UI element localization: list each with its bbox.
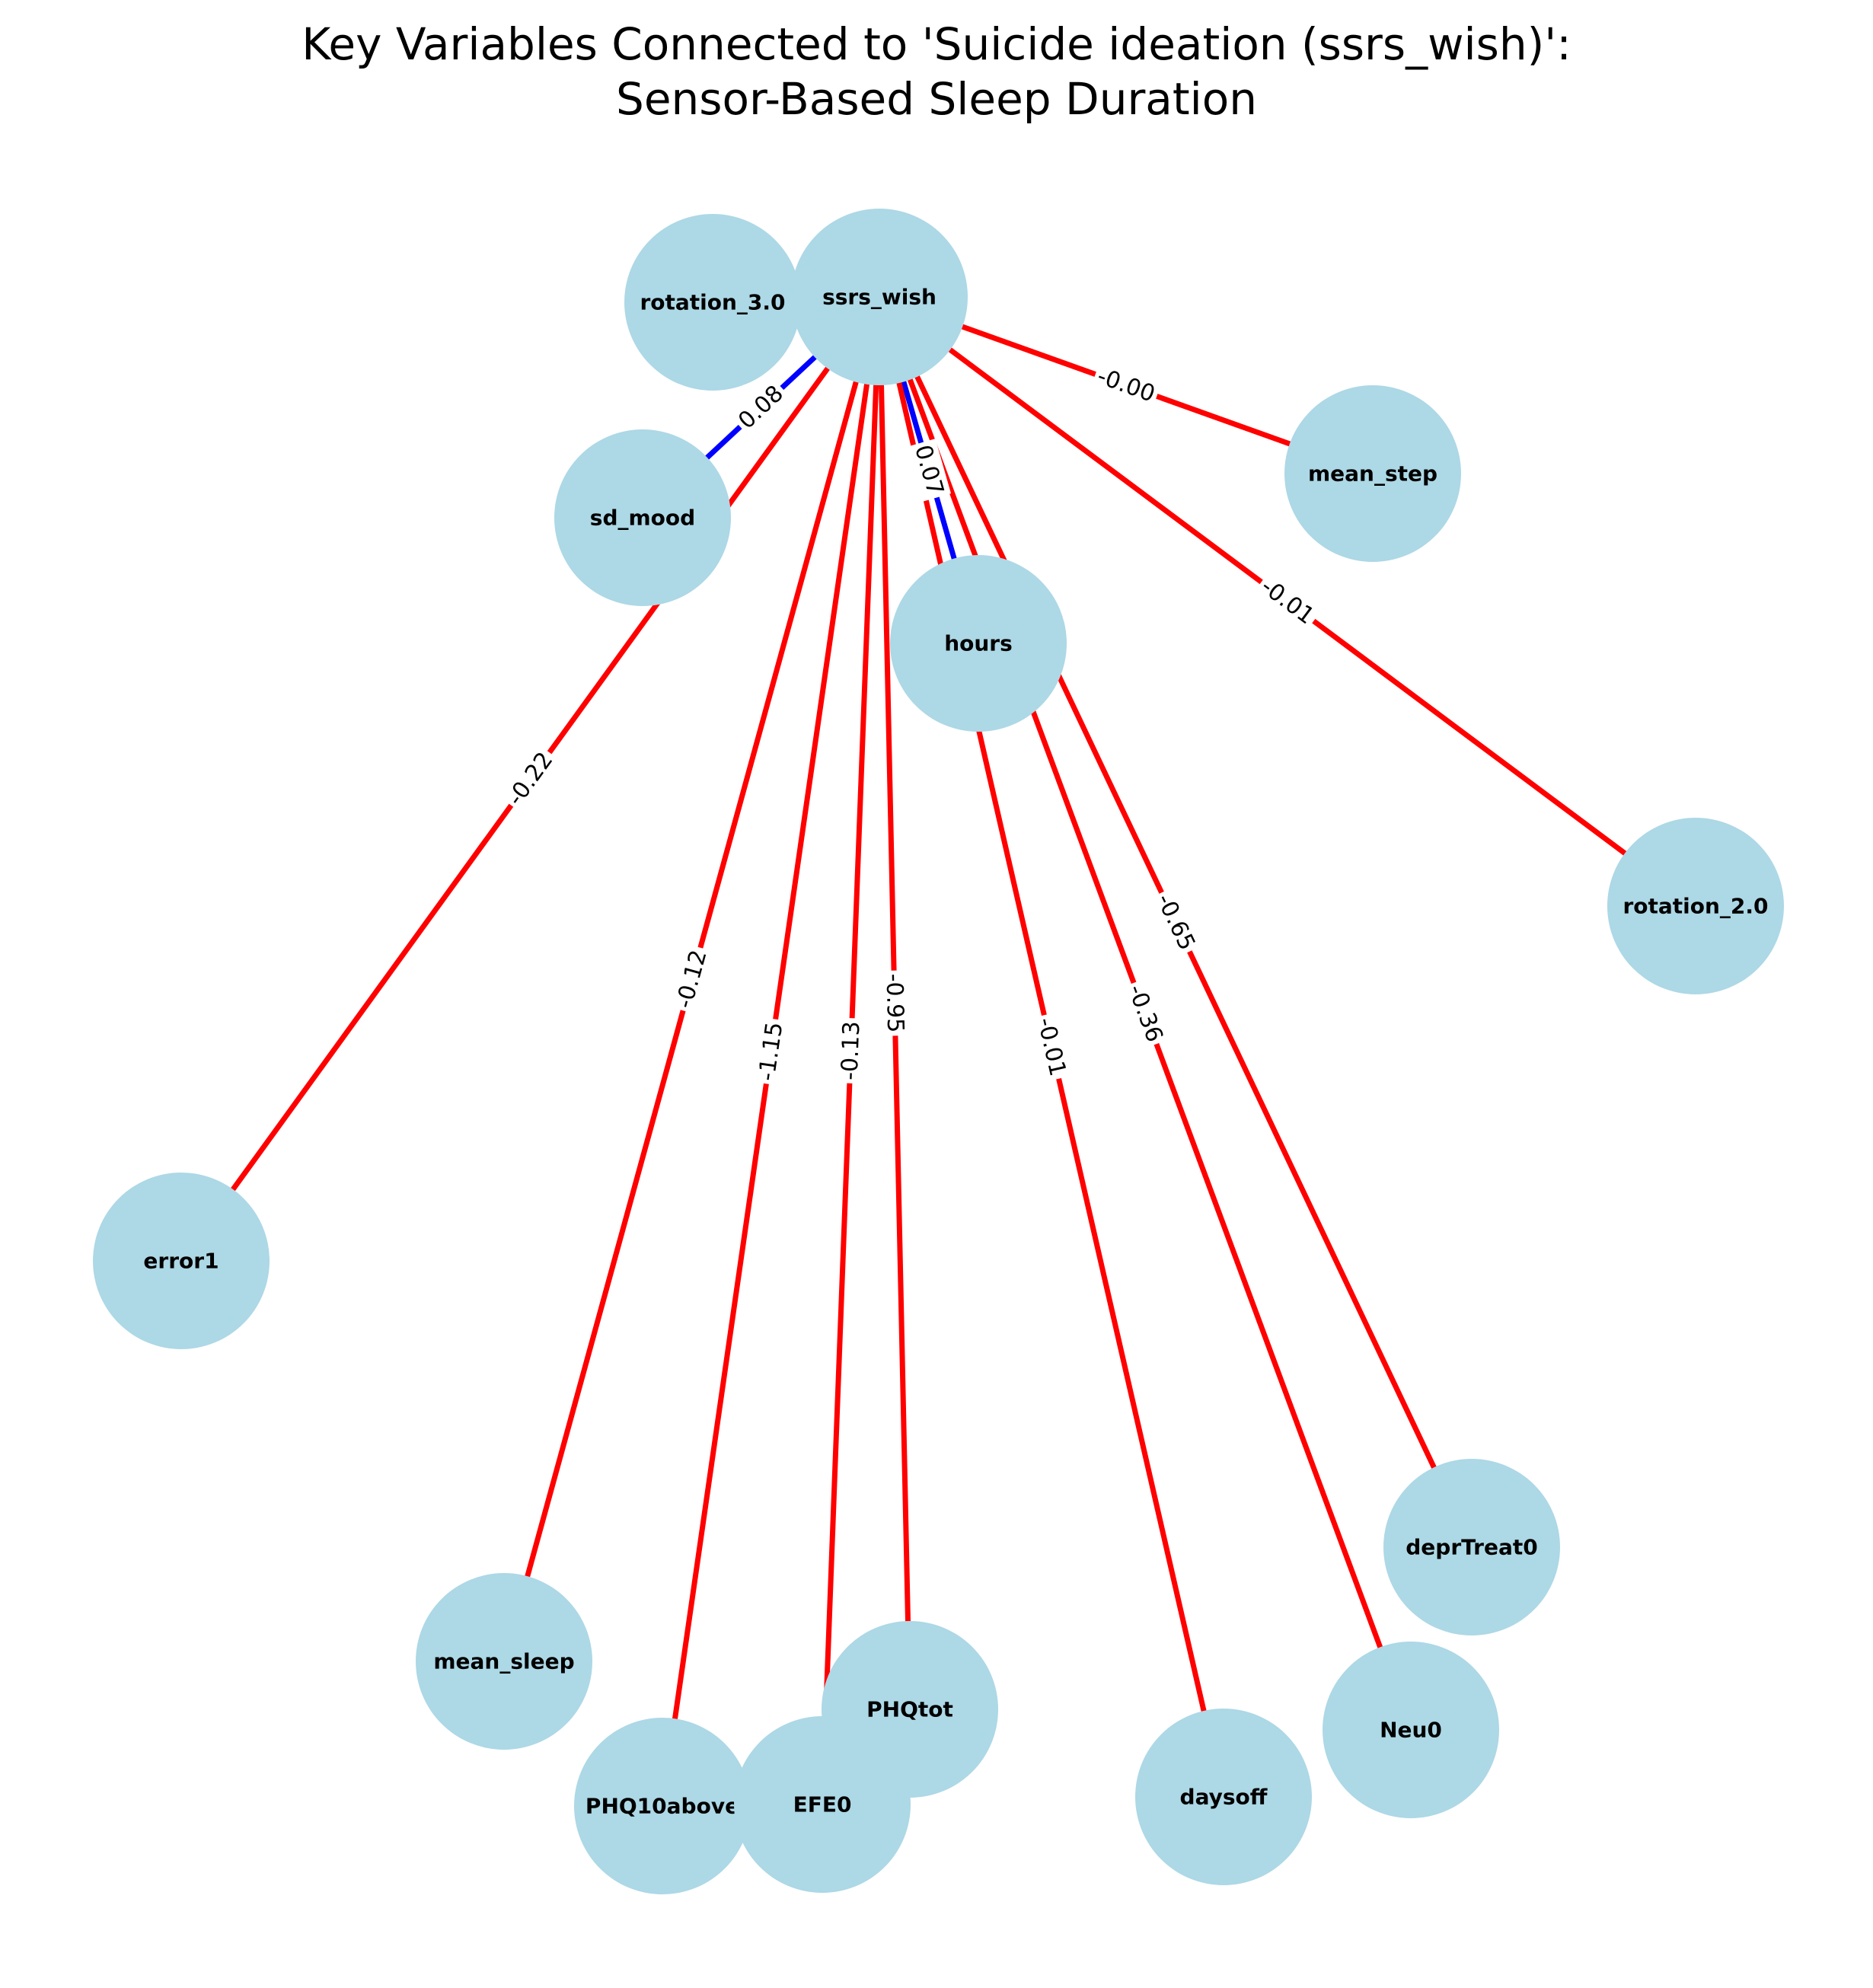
edge-weight-text: -0.22: [503, 747, 559, 810]
node-circle: [93, 1173, 270, 1349]
edge-label-background: [1148, 886, 1203, 959]
node-circle: [1323, 1642, 1499, 1818]
node-Neu0[interactable]: Neu0: [1323, 1642, 1499, 1818]
edge-label-daysoff: -0.01: [1029, 1011, 1074, 1083]
edge-label-background: [834, 1017, 867, 1084]
node-error1[interactable]: error1: [93, 1173, 270, 1349]
node-deprTreat0[interactable]: deprTreat0: [1383, 1459, 1560, 1635]
edge-label-Neu0: -0.36: [1119, 978, 1171, 1049]
node-circle: [1383, 1459, 1560, 1635]
edge-label-background: [668, 943, 715, 1015]
title-line-1: Key Variables Connected to 'Suicide idea…: [302, 18, 1571, 70]
node-PHQtot[interactable]: PHQtot: [822, 1621, 998, 1798]
edge-weight-text: -0.65: [1151, 889, 1201, 954]
edge-label-PHQ10above: -1.15: [751, 1016, 790, 1087]
edge-label-background: [1252, 570, 1323, 633]
edge-label-background: [1090, 360, 1162, 410]
node-circle: [554, 429, 731, 606]
edge-label-PHQtot: -0.95: [879, 970, 911, 1036]
node-hours[interactable]: hours: [890, 555, 1067, 732]
node-ssrs_wish[interactable]: ssrs_wish: [791, 209, 968, 385]
node-PHQ10above[interactable]: PHQ10above: [574, 1718, 751, 1894]
edge-label-error1: -0.22: [499, 743, 562, 815]
edge-label-background: [1119, 978, 1171, 1049]
node-sd_mood[interactable]: sd_mood: [554, 429, 731, 606]
node-rotation_2.0[interactable]: rotation_2.0: [1607, 818, 1784, 994]
edge-weight-text: -0.36: [1122, 981, 1168, 1046]
node-circle: [1135, 1709, 1312, 1885]
node-label: EFE0: [793, 1792, 852, 1817]
edge-label-mean_sleep: -0.12: [668, 943, 715, 1015]
edge-label-background: [729, 377, 793, 438]
edge-label-background: [879, 970, 911, 1036]
node-rotation_3.0[interactable]: rotation_3.0: [624, 214, 801, 391]
node-circle: [822, 1621, 998, 1798]
edge-label-rotation_2.0: -0.01: [1252, 570, 1323, 633]
node-label: mean_sleep: [433, 1649, 574, 1674]
node-label: daysoff: [1180, 1785, 1268, 1810]
node-label: rotation_2.0: [1623, 894, 1768, 919]
node-daysoff[interactable]: daysoff: [1135, 1709, 1312, 1885]
node-label: hours: [944, 631, 1013, 656]
node-circle: [791, 209, 968, 385]
edge-label-mean_step: -0.00: [1090, 360, 1162, 410]
node-label: PHQ10above: [586, 1794, 739, 1819]
node-circle: [1284, 385, 1461, 562]
edge-label-background: [1029, 1011, 1074, 1083]
node-label: sd_mood: [590, 506, 695, 531]
edge-weight-text: -0.13: [837, 1021, 866, 1081]
node-label: PHQtot: [866, 1697, 953, 1722]
node-label: rotation_3.0: [640, 290, 785, 315]
node-label: mean_step: [1308, 461, 1437, 487]
node-mean_step[interactable]: mean_step: [1284, 385, 1461, 562]
edge-label-background: [499, 743, 562, 815]
node-circle: [416, 1573, 592, 1750]
node-circle: [1607, 818, 1784, 994]
edge-label-background: [751, 1016, 790, 1087]
node-label: Neu0: [1380, 1718, 1442, 1743]
edge-weight-text: -1.15: [754, 1020, 789, 1083]
node-circle: [624, 214, 801, 391]
edge-weight-text: -0.95: [881, 973, 909, 1032]
node-mean_sleep[interactable]: mean_sleep: [416, 1573, 592, 1750]
node-circle: [574, 1718, 751, 1894]
node-label: error1: [143, 1249, 219, 1274]
edge-label-EFE0: -0.13: [834, 1017, 867, 1084]
node-label: ssrs_wish: [822, 285, 936, 310]
node-label: deprTreat0: [1406, 1535, 1537, 1560]
node-circle: [890, 555, 1067, 732]
edge-label-background: [906, 439, 952, 502]
edge-label-deprTreat0: -0.65: [1148, 886, 1203, 959]
title-line-2: Sensor-Based Sleep Duration: [616, 73, 1257, 125]
